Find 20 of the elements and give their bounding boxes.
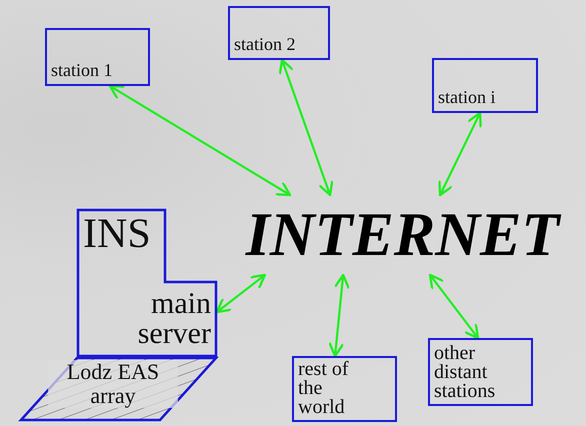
station-box xyxy=(45,28,150,86)
station-box xyxy=(292,356,397,422)
array-label: Lodz EAS array xyxy=(48,360,178,408)
station-box xyxy=(432,58,538,113)
institute-label: INS xyxy=(83,213,152,255)
station-label: station i xyxy=(438,87,496,109)
double-arrow xyxy=(438,112,482,196)
station-box xyxy=(428,338,533,406)
double-arrow xyxy=(328,274,350,358)
station-label: station 1 xyxy=(51,60,112,82)
station-label: rest of the world xyxy=(298,360,350,417)
station-box xyxy=(228,6,330,60)
station-label: station 2 xyxy=(234,34,296,56)
station-label: other distant stations xyxy=(434,344,496,400)
server-label: main server xyxy=(136,289,211,349)
double-arrow xyxy=(216,274,266,314)
double-arrow xyxy=(108,84,292,196)
double-arrow xyxy=(428,274,480,340)
double-arrow xyxy=(278,58,334,196)
network-title: INTERNET xyxy=(246,204,560,266)
